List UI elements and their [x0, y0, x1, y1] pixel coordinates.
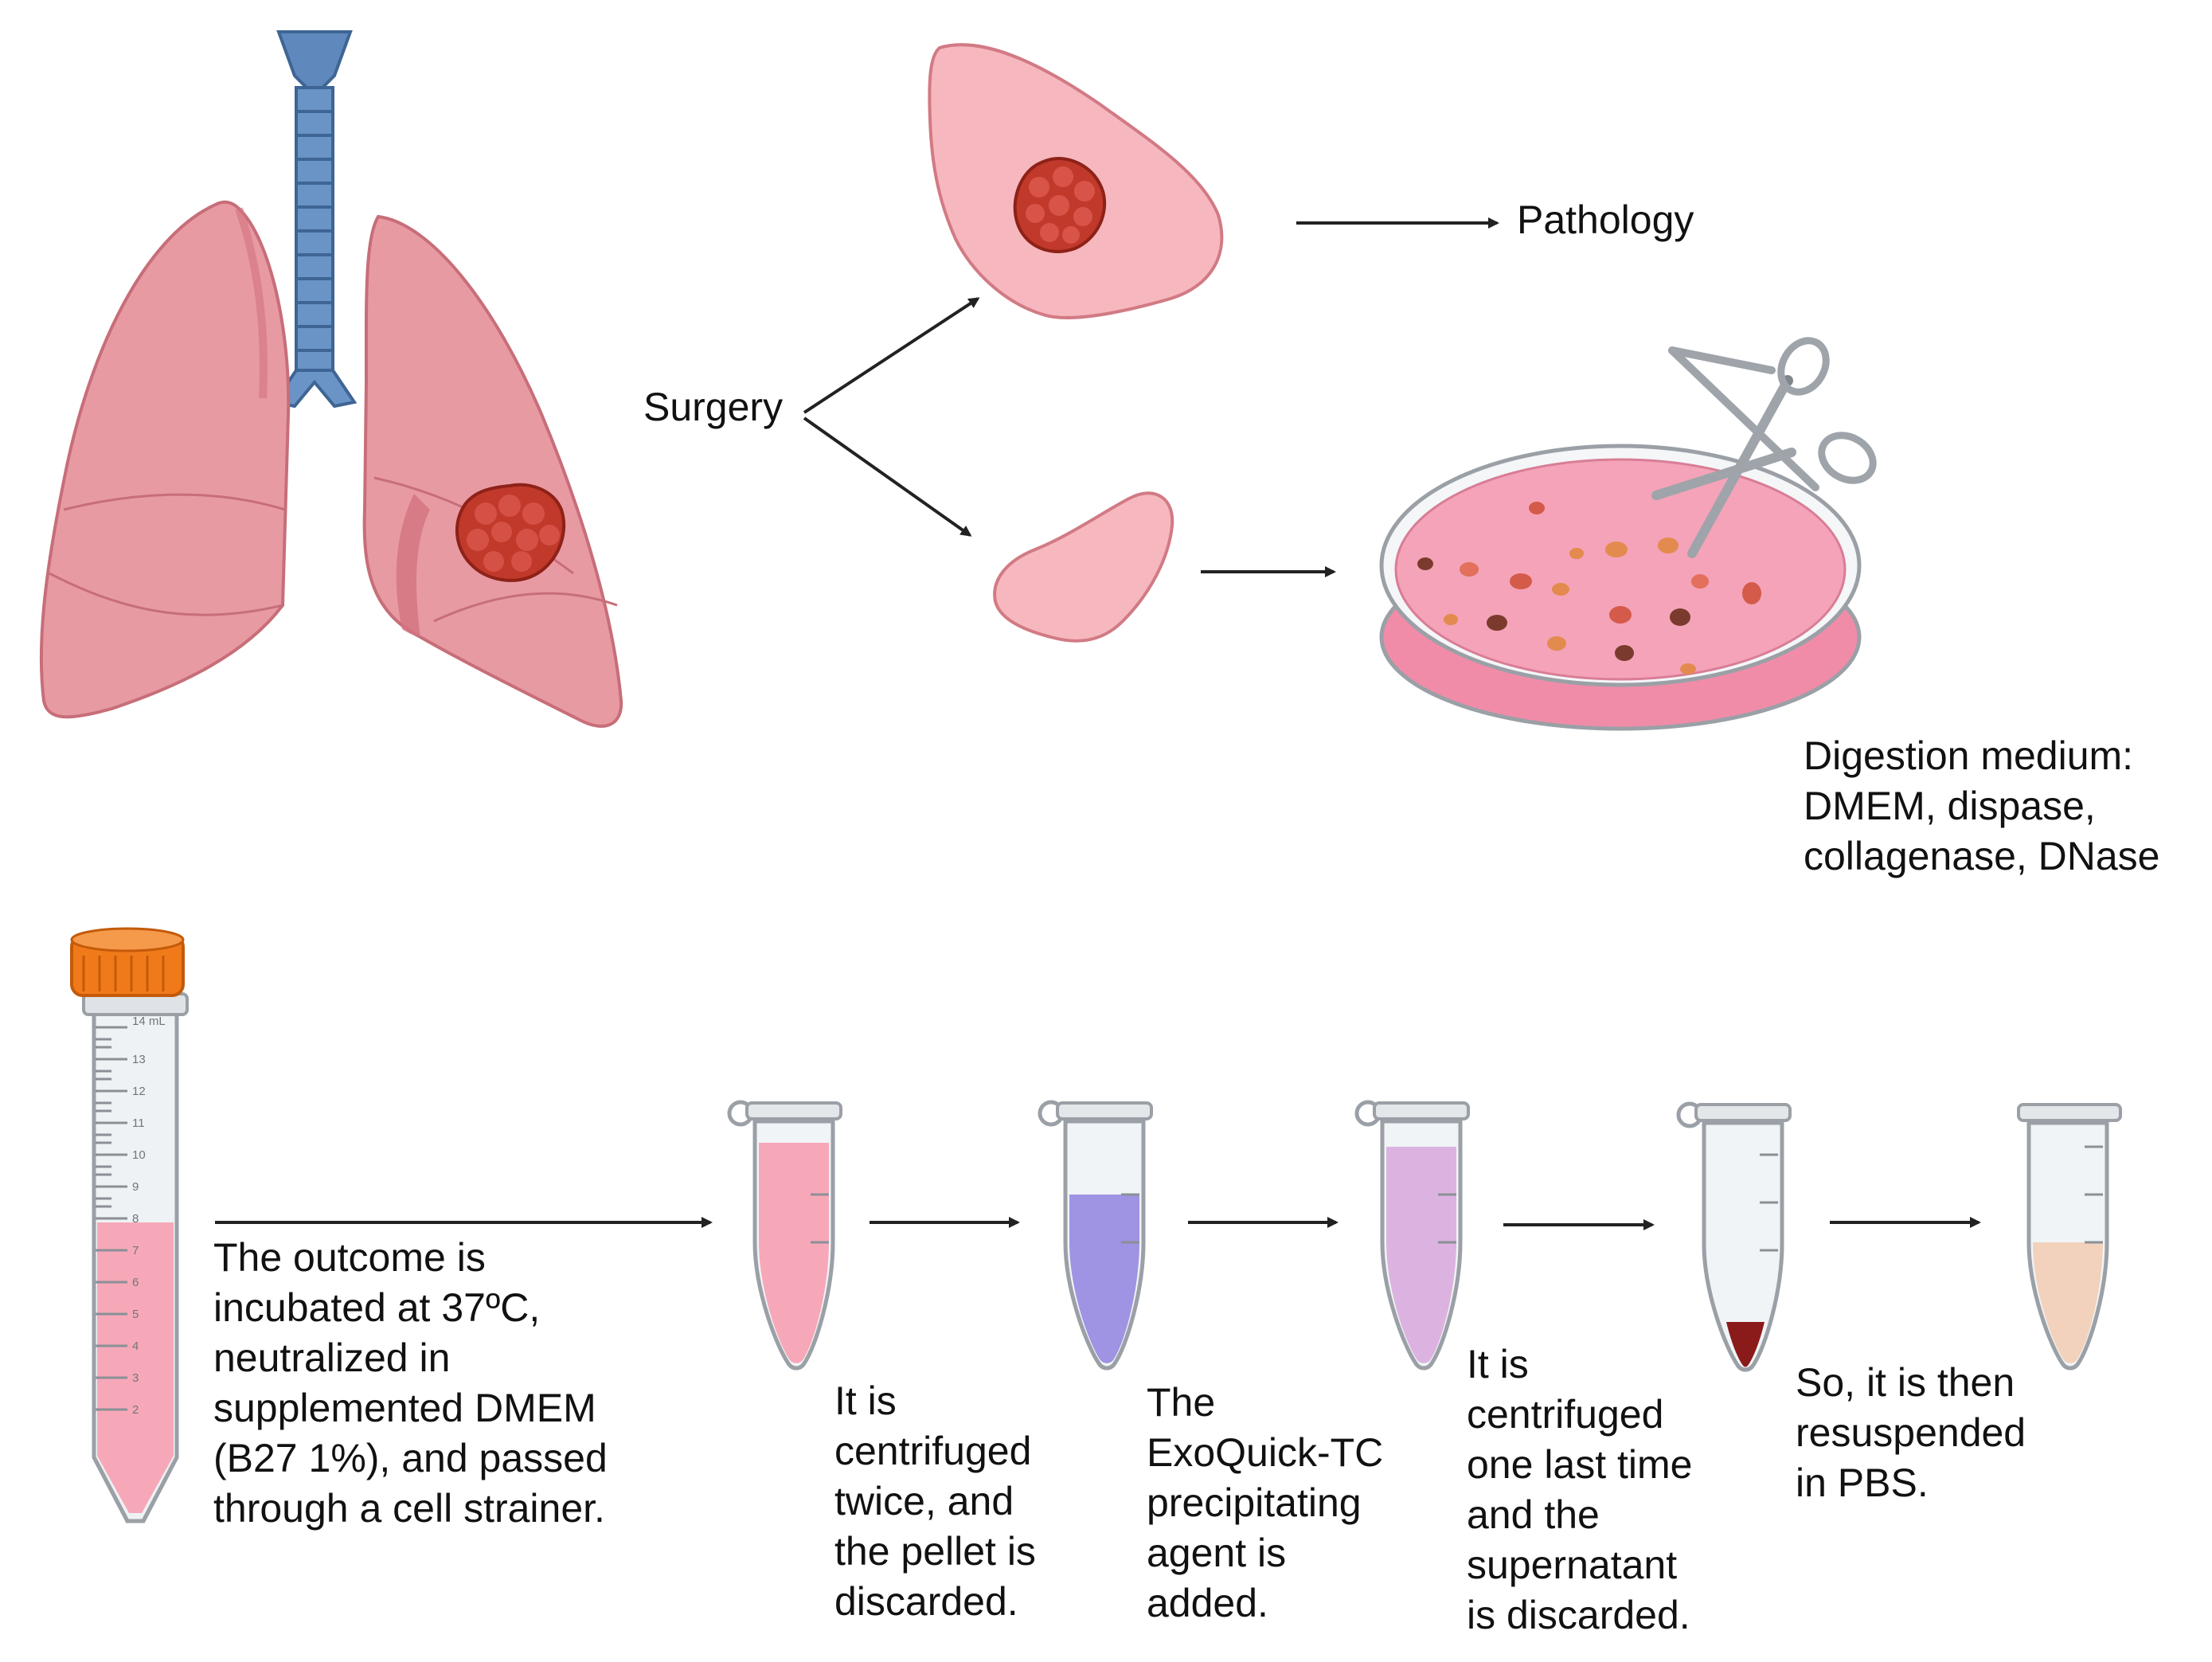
step-1-text: The outcome is incubated at 37ºC, neutra… [213, 1235, 608, 1531]
tube-tick-label: 5 [132, 1308, 139, 1321]
trachea-icon [272, 30, 358, 409]
tube-tick-label: 10 [132, 1148, 146, 1162]
step-5-text: So, it is then resuspended in PBS. [1796, 1360, 2026, 1505]
tube-tick-label: 3 [132, 1371, 139, 1385]
tube-tick-label: 12 [132, 1085, 146, 1098]
tube-scale-label: 14 mL [132, 1015, 166, 1028]
surgery-arrow-down [803, 416, 972, 537]
tissue-icon [993, 491, 1174, 643]
pellet-icon [1726, 1322, 1765, 1367]
microtube-icon [1676, 1101, 1792, 1372]
microtube-icon [2017, 1103, 2122, 1371]
tissue-fragments [1417, 502, 1761, 675]
tube-tick-label: 2 [132, 1403, 139, 1417]
pathology-label: Pathology [1517, 197, 1694, 242]
surgery-arrow-up [803, 297, 980, 414]
tube-tick-label: 6 [132, 1276, 139, 1289]
step-4-text: It is centrifuged one last time and the … [1467, 1342, 1693, 1637]
tissue-with-tumor-icon [928, 43, 1224, 319]
step-3-text: The ExoQuick-TC precipitating agent is a… [1147, 1380, 1384, 1625]
tube-tick-label: 4 [132, 1339, 139, 1353]
microtube-icon [1354, 1100, 1470, 1371]
lung-tumor-icon [455, 483, 566, 582]
tube-tick-label: 9 [132, 1180, 139, 1194]
lungs-icon [39, 30, 623, 728]
surgery-label: Surgery [643, 385, 784, 429]
petri-dish-icon [1379, 444, 1862, 731]
tube-tick-label: 13 [132, 1053, 146, 1066]
tube-scale [96, 1026, 127, 1411]
microtube-icon [727, 1100, 842, 1371]
tube-tick-label: 8 [132, 1212, 139, 1226]
digestion-medium-label: Digestion medium: DMEM, dispase, collage… [1804, 733, 2160, 878]
tube-tick-label: 7 [132, 1244, 139, 1257]
microtube-icon [1038, 1100, 1153, 1371]
step-2-text: It is centrifuged twice, and the pellet … [834, 1378, 1036, 1624]
tube-tick-label: 11 [132, 1116, 145, 1130]
scissors-icon [1651, 337, 1877, 558]
conical-tube-icon: 14 mL 13 12 11 10 9 8 7 6 5 4 3 2 [70, 927, 189, 1523]
